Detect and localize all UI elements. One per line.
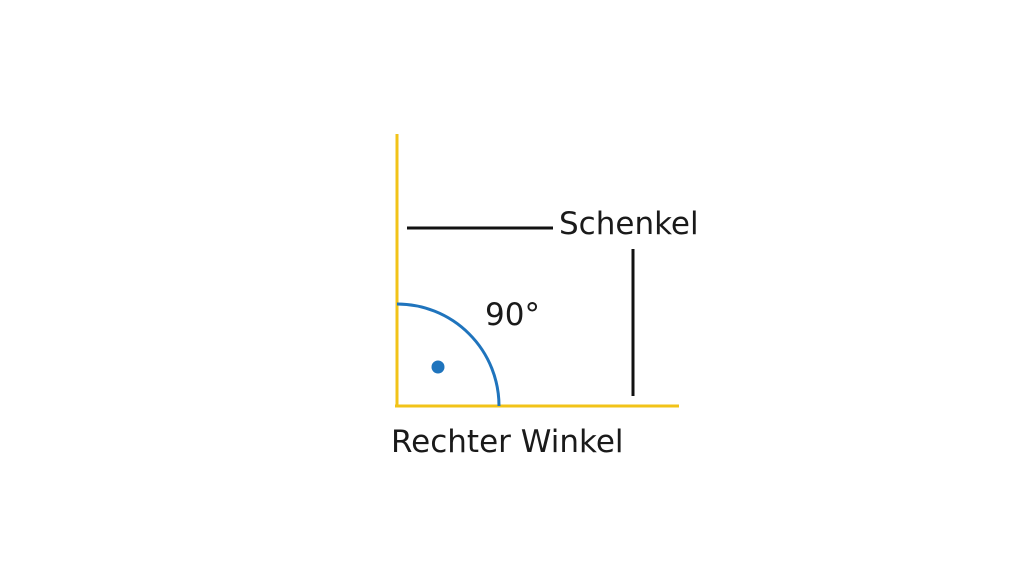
angle-label: 90° <box>485 297 540 333</box>
angle-arc <box>396 302 501 407</box>
leg-label: Schenkel <box>559 206 699 242</box>
diagram-caption: Rechter Winkel <box>391 424 624 460</box>
right-angle-dot <box>431 360 445 374</box>
